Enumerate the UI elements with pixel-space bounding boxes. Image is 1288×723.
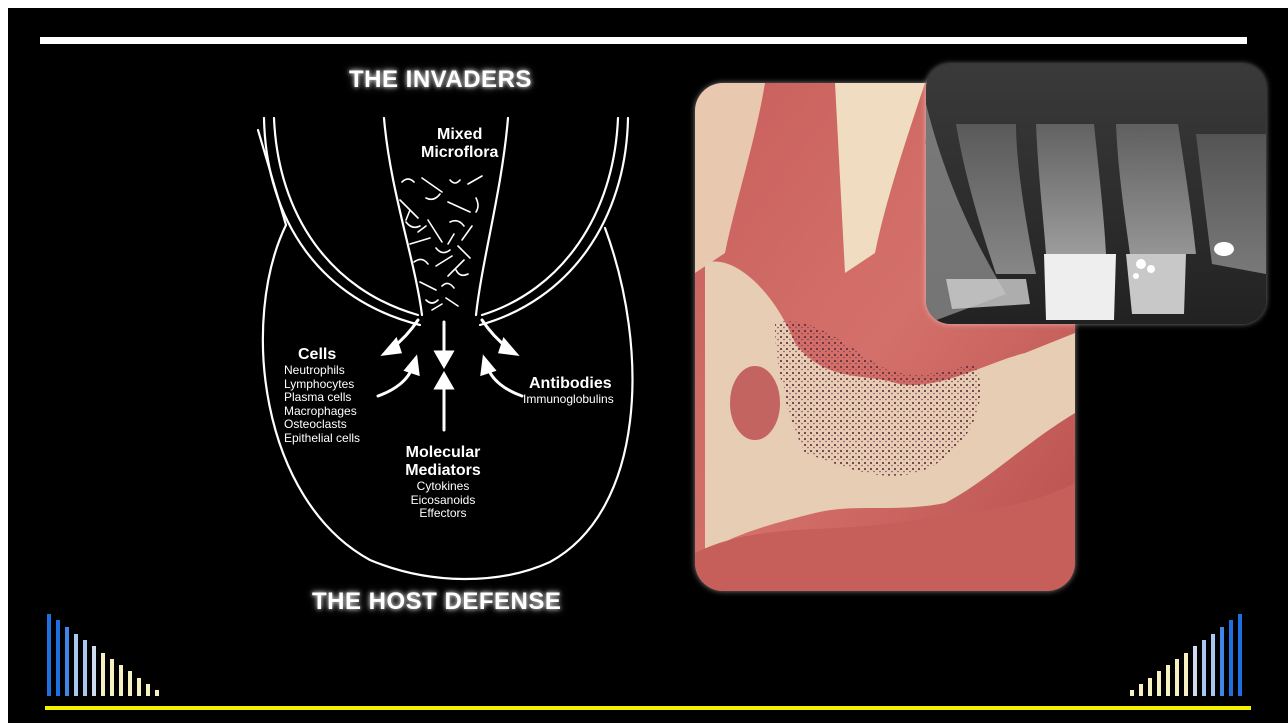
microflora-label: Mixed Microflora — [421, 126, 498, 162]
mediators-item: Eicosanoids — [398, 494, 488, 508]
cells-item: Epithelial cells — [284, 432, 360, 446]
mediators-heading-2: Mediators — [398, 462, 488, 480]
decor-bars-left — [47, 610, 167, 696]
left-border — [0, 0, 8, 723]
cells-item: Osteoclasts — [284, 418, 360, 432]
cells-label: Cells Neutrophils Lymphocytes Plasma cel… — [284, 346, 360, 445]
cells-item: Macrophages — [284, 405, 360, 419]
cells-item: Plasma cells — [284, 391, 360, 405]
antibodies-item: Immunoglobulins — [523, 393, 614, 407]
mediators-label: Molecular Mediators Cytokines Eicosanoid… — [398, 444, 488, 521]
title-host-defense: THE HOST DEFENSE — [312, 588, 561, 616]
title-invaders: THE INVADERS — [349, 66, 532, 94]
mediators-item: Cytokines — [398, 480, 488, 494]
dental-radiograph — [926, 64, 1266, 324]
microflora-line-2: Microflora — [421, 144, 498, 162]
cells-item: Neutrophils — [284, 364, 360, 378]
mediators-heading-1: Molecular — [398, 444, 488, 462]
antibodies-heading: Antibodies — [529, 375, 614, 393]
bottom-rule — [45, 706, 1251, 710]
cells-heading: Cells — [298, 346, 360, 364]
top-border — [0, 0, 1288, 8]
decor-bars-right — [1130, 610, 1250, 696]
top-rule — [40, 37, 1247, 44]
antibodies-label: Antibodies Immunoglobulins — [523, 375, 614, 407]
microflora-line-1: Mixed — [421, 126, 498, 144]
cells-item: Lymphocytes — [284, 378, 360, 392]
mediators-item: Effectors — [398, 507, 488, 521]
